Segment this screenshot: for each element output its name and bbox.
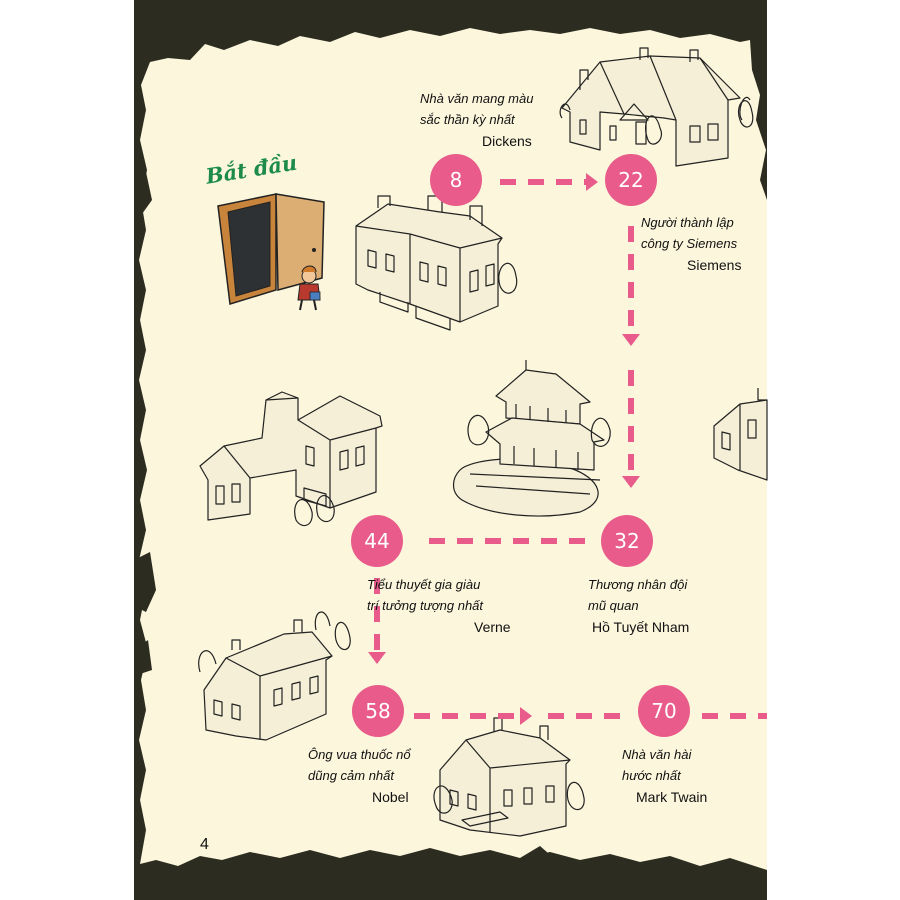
stop-node-circle bbox=[352, 685, 404, 737]
stop-node-44: 44 bbox=[351, 515, 403, 567]
caption-description: Tiểu thuyết gia giàu bbox=[367, 577, 481, 592]
caption-name: Verne bbox=[474, 619, 511, 635]
stop-node-number: 58 bbox=[365, 699, 390, 723]
caption-description: mũ quan bbox=[588, 598, 639, 613]
route-arrow-icon bbox=[622, 476, 640, 488]
route-arrow-icon bbox=[520, 707, 532, 725]
route-arrow-icon bbox=[368, 652, 386, 664]
caption-description: Thương nhân đội bbox=[588, 577, 688, 592]
stop-node-number: 22 bbox=[618, 168, 643, 192]
caption-description: Nhà văn mang màu bbox=[420, 91, 534, 106]
stop-node-circle bbox=[601, 515, 653, 567]
building-sketch-1 bbox=[559, 47, 754, 167]
stop-node-circle bbox=[605, 154, 657, 206]
building-sketch-2 bbox=[355, 195, 518, 331]
caption-description: Nhà văn hài bbox=[622, 747, 692, 762]
page-number: 4 bbox=[200, 836, 209, 853]
caption-siemens: Người thành lập công ty Siemens Siemens bbox=[641, 212, 741, 276]
building-sketch-pagoda bbox=[452, 360, 611, 517]
caption-description: Ông vua thuốc nổ bbox=[308, 747, 411, 762]
stop-node-number: 70 bbox=[651, 699, 676, 723]
stop-node-22: 22 bbox=[605, 154, 657, 206]
caption-name: Siemens bbox=[687, 257, 742, 273]
start-door-illustration bbox=[217, 193, 325, 305]
stop-node-58: 58 bbox=[352, 685, 404, 737]
stop-node-circle bbox=[351, 515, 403, 567]
stop-node-number: 8 bbox=[450, 168, 463, 192]
child-character-illustration bbox=[297, 265, 321, 311]
route-arrow-icon bbox=[622, 334, 640, 346]
stop-node-number: 32 bbox=[614, 529, 639, 553]
ink-blot bbox=[134, 640, 152, 676]
caption-description: dũng cảm nhất bbox=[308, 768, 395, 783]
stop-node-circle bbox=[638, 685, 690, 737]
caption-name: Mark Twain bbox=[636, 789, 708, 805]
building-sketch-4 bbox=[713, 388, 768, 481]
caption-ho-tuyet-nham: Thương nhân đội mũ quan Hồ Tuyết Nham bbox=[588, 574, 689, 638]
caption-name: Dickens bbox=[482, 133, 532, 149]
ink-blot bbox=[520, 846, 556, 872]
stop-node-70: 70 bbox=[638, 685, 690, 737]
building-sketch-6 bbox=[433, 717, 585, 837]
caption-description: Người thành lập bbox=[641, 215, 734, 230]
caption-name: Nobel bbox=[372, 789, 409, 805]
caption-description: trí tưởng tượng nhất bbox=[367, 598, 484, 613]
caption-mark-twain: Nhà văn hài hước nhất Mark Twain bbox=[622, 744, 707, 808]
ink-blot bbox=[134, 552, 156, 612]
caption-nobel: Ông vua thuốc nổ dũng cảm nhất Nobel bbox=[308, 744, 411, 808]
route-arrow-icon bbox=[586, 173, 598, 191]
building-sketch-5 bbox=[198, 611, 351, 741]
stop-node-circle bbox=[430, 154, 482, 206]
stop-node-8: 8 bbox=[430, 154, 482, 206]
caption-name: Hồ Tuyết Nham bbox=[592, 619, 690, 635]
stop-node-32: 32 bbox=[601, 515, 653, 567]
stop-node-number: 44 bbox=[364, 529, 389, 553]
caption-description: sắc thần kỳ nhất bbox=[420, 112, 515, 127]
caption-dickens: Nhà văn mang màu sắc thần kỳ nhất Dicken… bbox=[420, 88, 533, 152]
caption-description: hước nhất bbox=[622, 768, 681, 783]
ink-blot bbox=[134, 172, 152, 214]
building-sketch-3 bbox=[199, 391, 383, 527]
caption-description: công ty Siemens bbox=[641, 236, 738, 251]
caption-verne: Tiểu thuyết gia giàu trí tưởng tượng nhấ… bbox=[367, 574, 511, 638]
